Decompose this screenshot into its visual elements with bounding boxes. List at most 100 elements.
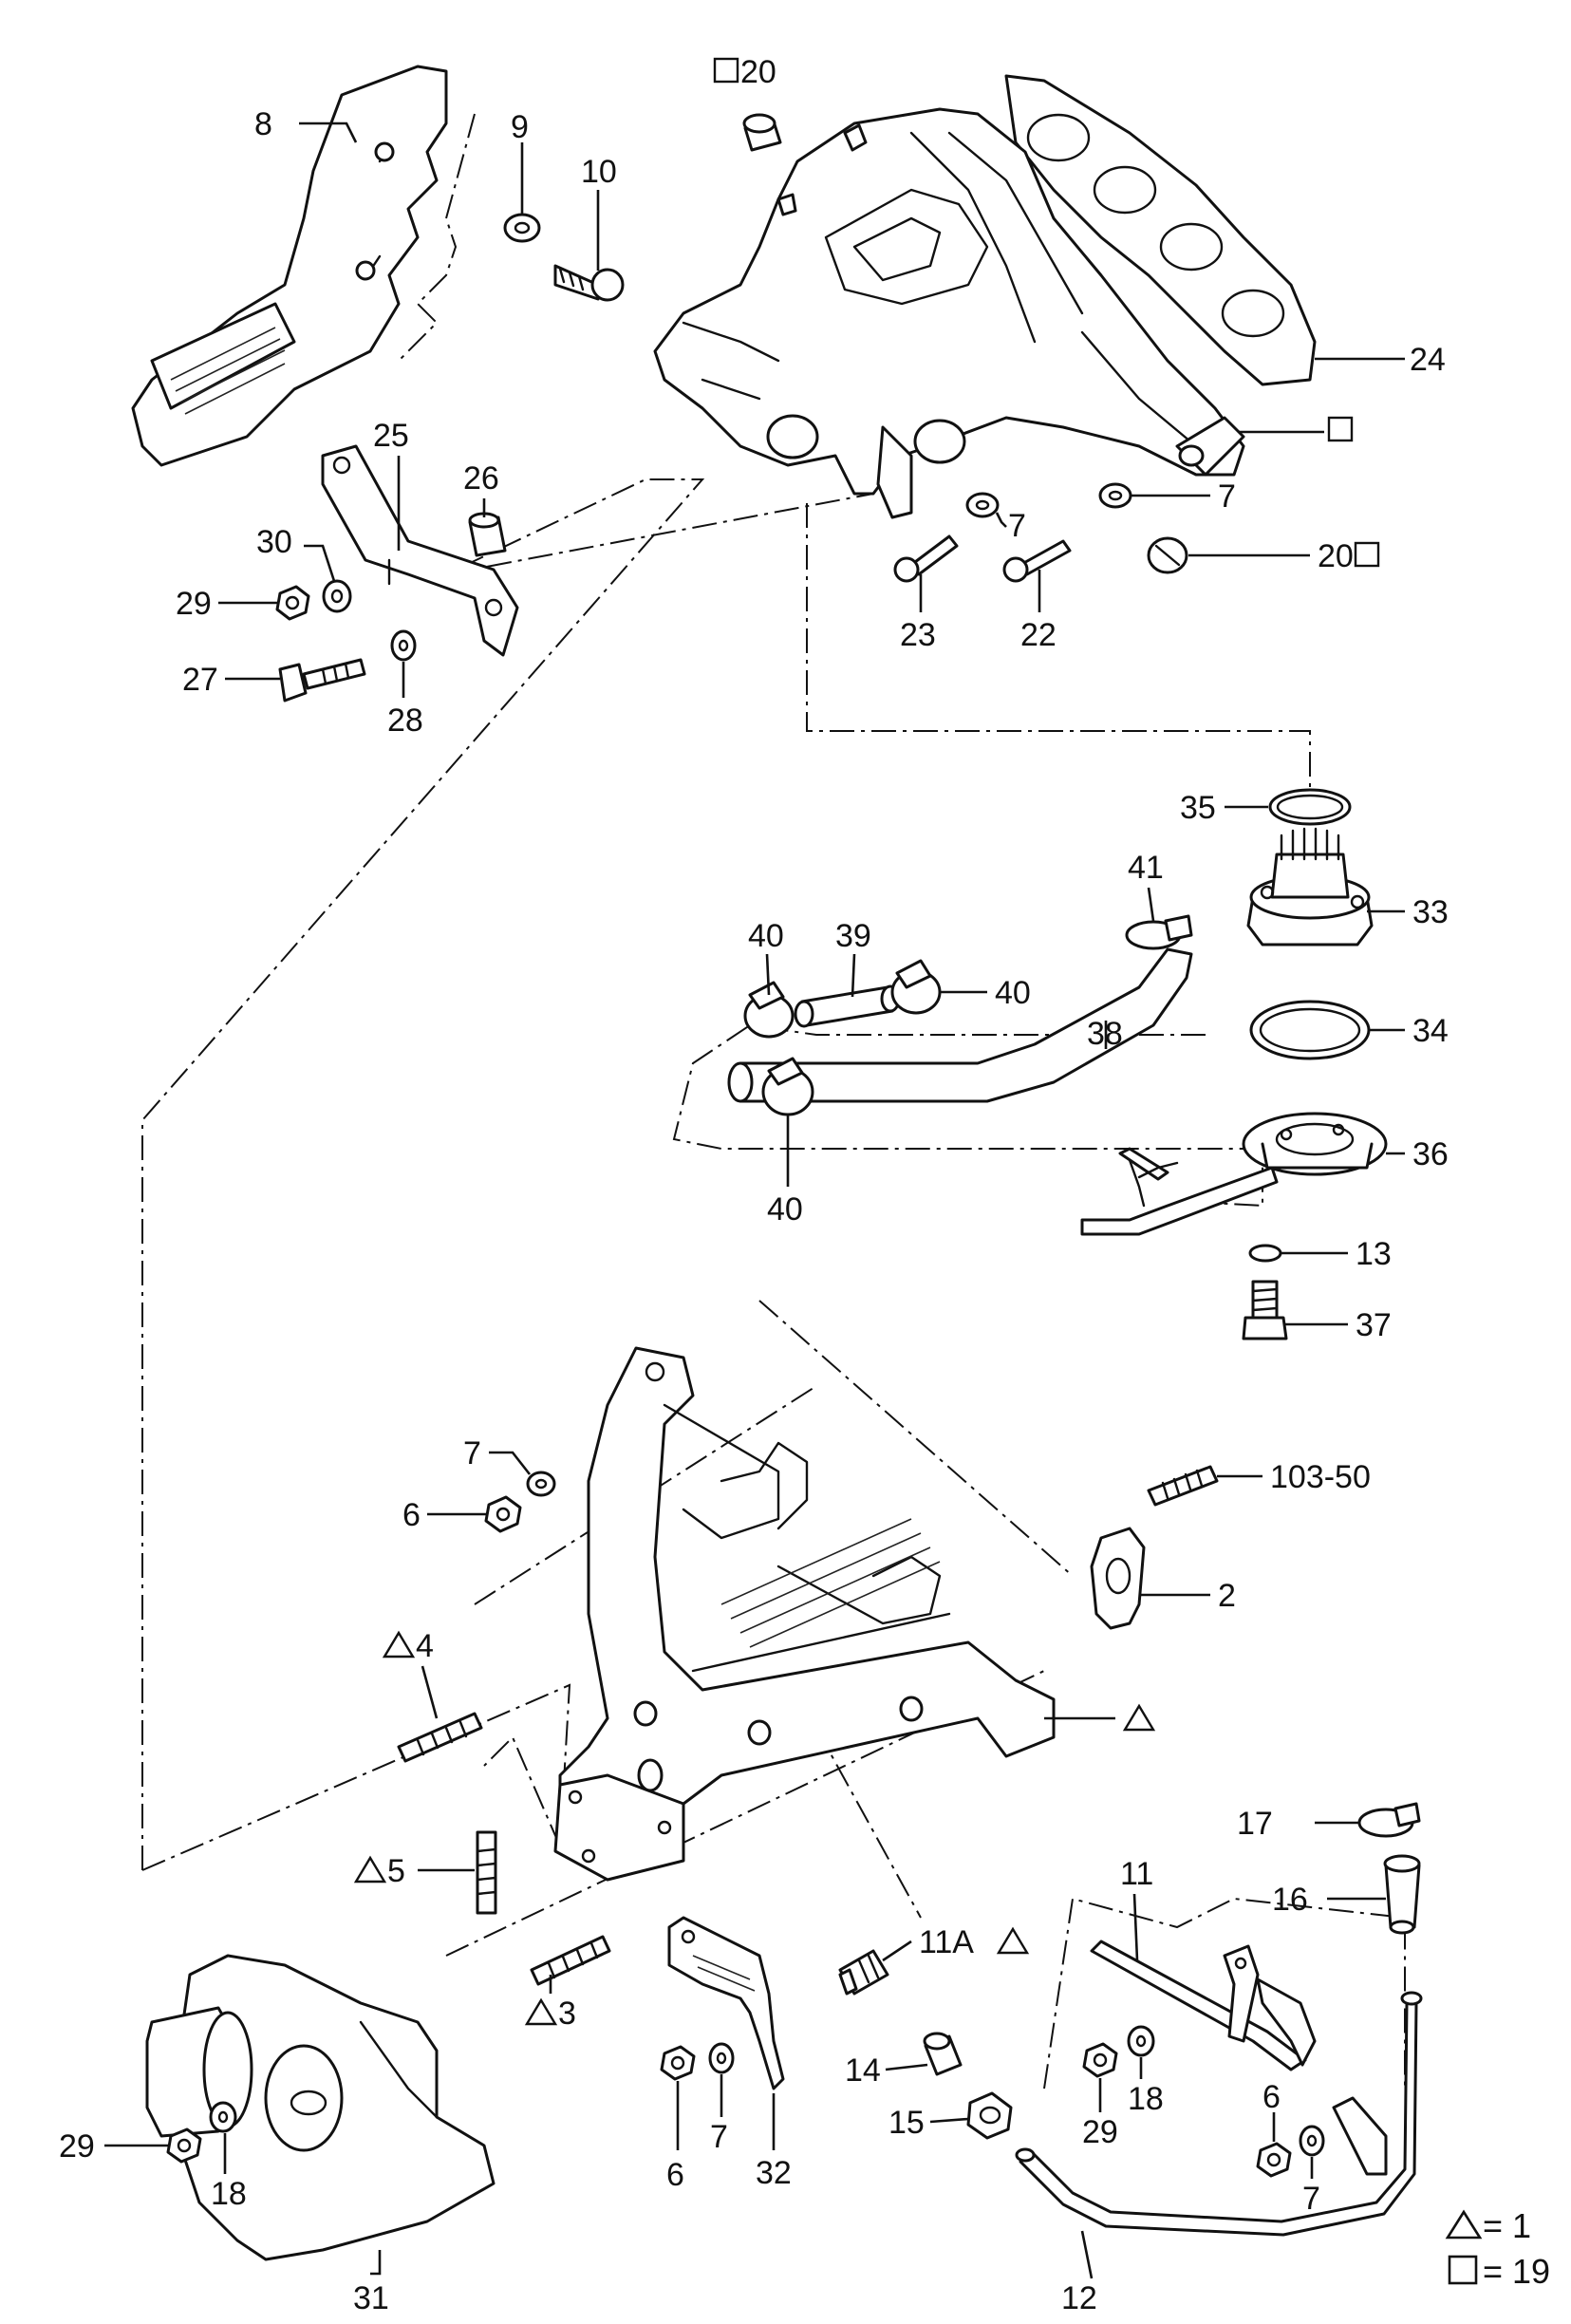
assembly-lines: [141, 478, 1406, 2090]
label-32: 32: [756, 2155, 792, 2191]
label-13: 13: [1356, 1236, 1392, 1272]
label-28: 28: [387, 703, 423, 739]
part-40-clamp-b: [890, 959, 942, 1015]
label-40-b: 40: [995, 975, 1031, 1011]
part-29-nut-top: [275, 585, 310, 621]
part-9-washer: [503, 213, 541, 243]
intake-manifold: [653, 107, 1245, 519]
label-24: 24: [1410, 342, 1446, 378]
part-3-stud: [530, 1935, 611, 1986]
label-36: 36: [1412, 1136, 1449, 1172]
label-27: 27: [182, 662, 218, 698]
legend-triangle-value: = 1: [1483, 2206, 1531, 2245]
part-24-manifold-gasket: [1004, 74, 1317, 386]
part-7-washer-e: [1299, 2125, 1325, 2157]
label-7-d: 7: [710, 2119, 728, 2155]
label-7-a: 7: [1218, 478, 1236, 515]
exhaust-manifold: [553, 1346, 1056, 1882]
triangle-symbol: [382, 1630, 416, 1659]
part-14-sleeve: [923, 2032, 963, 2076]
square-symbol: [1327, 416, 1354, 442]
part-22-bolt: [1002, 539, 1072, 583]
label-11: 11: [1120, 1856, 1153, 1892]
label-30: 30: [256, 524, 292, 560]
label-103-50: 103-50: [1270, 1459, 1371, 1495]
label-29-b: 29: [59, 2128, 95, 2165]
label-34: 34: [1412, 1013, 1449, 1049]
part-41-hose-clamp: [1125, 914, 1193, 950]
triangle-symbol: [1122, 1703, 1156, 1732]
part-40-clamp-a: [743, 981, 795, 1039]
part-7-washer-a: [1098, 482, 1132, 509]
square-symbol: [1354, 541, 1380, 568]
label-10: 10: [581, 154, 617, 190]
part-26-spacer: [468, 512, 507, 557]
triangle-symbol: [524, 1997, 558, 2026]
part-6-nut-c: [1256, 2142, 1292, 2178]
label-23: 23: [900, 617, 936, 653]
part-23-bolt: [893, 534, 959, 583]
label-9: 9: [511, 109, 529, 145]
label-6-c: 6: [1262, 2079, 1281, 2115]
label-35: 35: [1180, 790, 1216, 826]
label-8: 8: [254, 106, 272, 142]
label-20-right: 20: [1318, 538, 1354, 574]
part-7-washer-b: [965, 492, 1000, 518]
part-10-screw: [553, 264, 625, 302]
label-22: 22: [1020, 617, 1057, 653]
part-28-washer: [390, 629, 417, 662]
label-6-a: 6: [402, 1497, 421, 1533]
part-4-stud: [397, 1712, 483, 1763]
part-7-washer-c: [526, 1471, 556, 1497]
label-4: 4: [416, 1628, 434, 1664]
part-11-pipe: [1090, 1940, 1317, 2071]
part-18-washer-b: [1127, 2025, 1155, 2057]
part-20-cap-top: [742, 113, 782, 152]
part-labels: 8 9 10 20 24 25 26 30 29 27 28 7 7 20 23…: [59, 54, 1449, 2316]
part-20-cap-right: [1147, 536, 1188, 574]
part-5-stud: [476, 1830, 497, 1915]
symbol-legend: = 1 = 19: [1445, 2206, 1550, 2291]
legend-square-icon: [1448, 2255, 1478, 2285]
label-25: 25: [373, 418, 409, 454]
part-8-heat-shield: [131, 65, 476, 467]
part-6-nut-a: [484, 1495, 522, 1533]
part-6-nut-b: [660, 2045, 696, 2081]
part-38-hose: [727, 947, 1193, 1103]
part-13-washer: [1248, 1244, 1282, 1263]
part-30-washer: [322, 579, 352, 613]
part-29-nut-b: [166, 2127, 202, 2164]
triangle-symbol: [353, 1855, 387, 1884]
part-16-hose: [1383, 1854, 1421, 1935]
part-32-bracket: [667, 1916, 785, 2090]
label-40-c: 40: [767, 1191, 803, 1228]
label-26: 26: [463, 460, 499, 497]
part-35-o-ring: [1268, 788, 1352, 826]
label-29-top: 29: [176, 586, 212, 622]
label-39: 39: [835, 918, 871, 954]
label-18-b: 18: [1128, 2081, 1164, 2117]
part-2-flange-gasket: [1090, 1527, 1146, 1630]
label-6-b: 6: [666, 2157, 684, 2193]
label-11a: 11A: [919, 1924, 974, 1960]
label-7-c: 7: [463, 1435, 481, 1471]
part-33-sensor-unit: [1246, 827, 1374, 946]
label-12: 12: [1061, 2280, 1097, 2316]
label-41: 41: [1128, 850, 1164, 886]
part-27-bolt: [278, 658, 366, 703]
leader-lines: [104, 122, 1405, 2279]
part-12-pipe: [1015, 1991, 1423, 2237]
label-20-top: 20: [740, 54, 776, 90]
part-17-hose-clamp: [1357, 1802, 1421, 1838]
part-7-washer-d: [708, 2042, 735, 2074]
label-14: 14: [845, 2052, 881, 2089]
label-3: 3: [558, 1996, 576, 2032]
part-29-nut-c: [1082, 2042, 1118, 2078]
part-11a-fitting: [838, 1949, 889, 1996]
part-31-heat-shield: [145, 1954, 496, 2261]
part-15-nut: [966, 2091, 1013, 2140]
legend-square-value: = 19: [1483, 2252, 1550, 2291]
part-39-hose: [794, 984, 901, 1028]
label-7-b: 7: [1008, 508, 1026, 544]
